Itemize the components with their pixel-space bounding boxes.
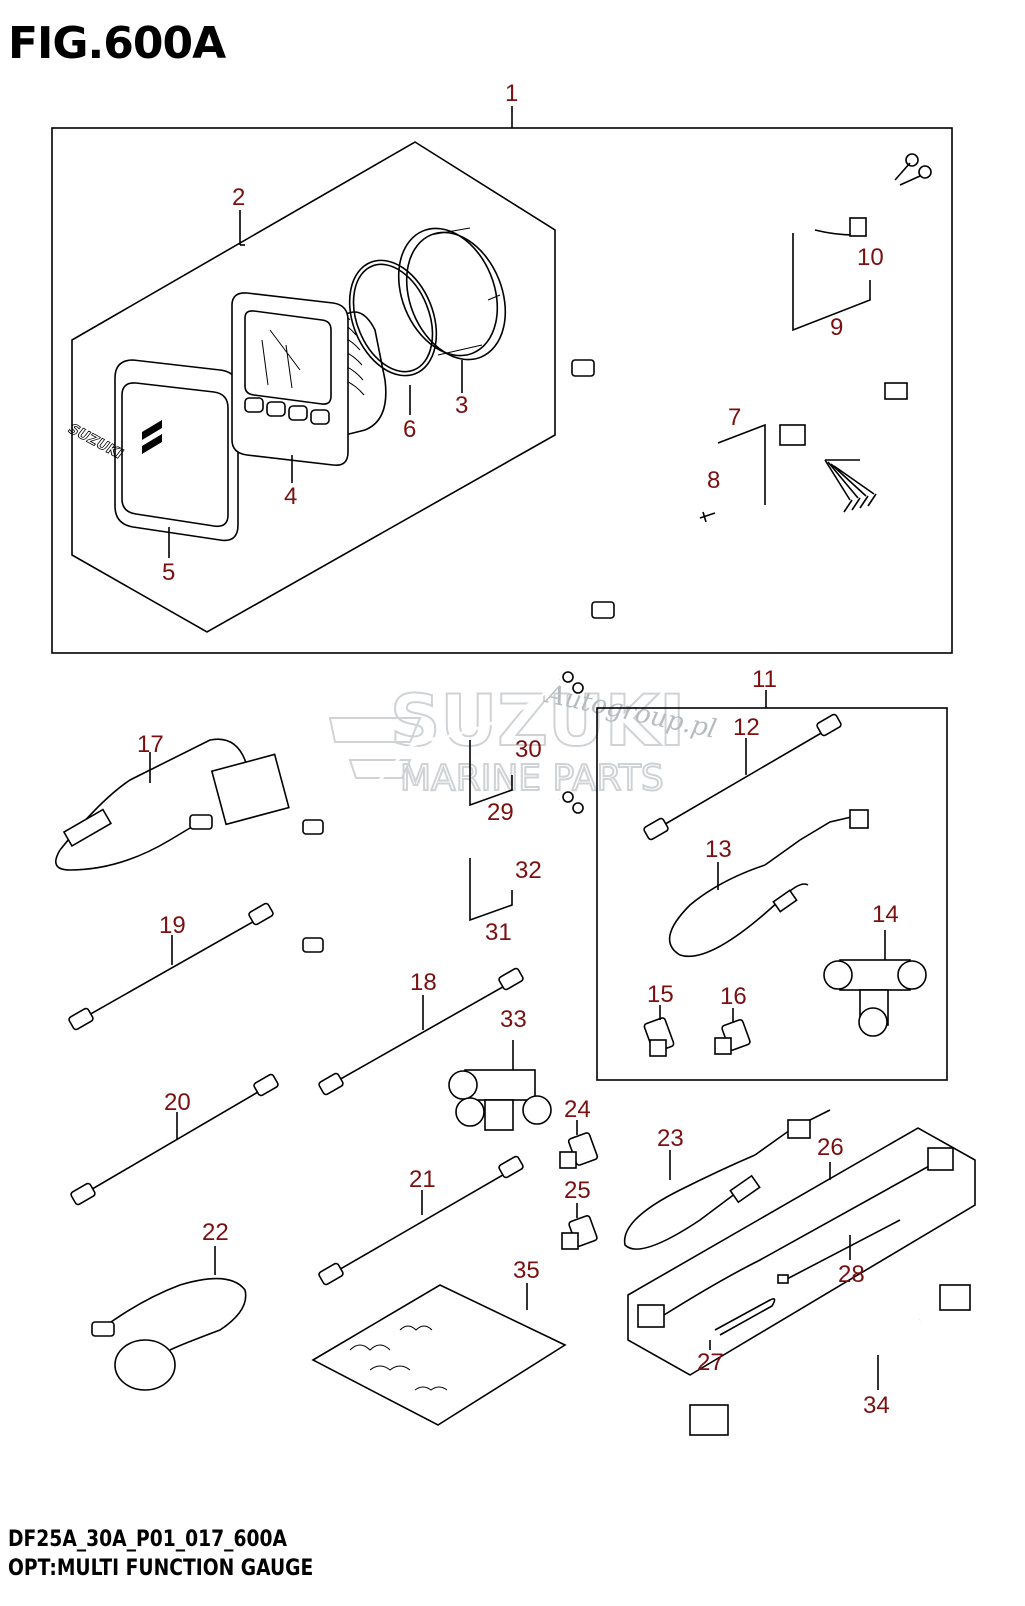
callout-14: 14 xyxy=(872,901,899,928)
callout-labels: 1 2 3 4 5 6 7 8 9 10 11 12 13 14 15 16 1… xyxy=(137,80,899,1419)
kit-box-11 xyxy=(596,690,948,1081)
callout-26: 26 xyxy=(817,1134,844,1161)
callout-17: 17 xyxy=(137,731,164,758)
sensor-22 xyxy=(91,1246,247,1391)
callout-20: 20 xyxy=(164,1089,191,1116)
callout-25: 25 xyxy=(564,1177,591,1204)
callout-22: 22 xyxy=(202,1219,229,1246)
harness-34 xyxy=(689,1284,971,1436)
nut-3 xyxy=(397,227,507,393)
terminator-15 xyxy=(643,1005,675,1057)
harness-7 xyxy=(591,382,908,619)
callout-9: 9 xyxy=(830,314,843,341)
cable-21 xyxy=(318,1155,524,1286)
callout-13: 13 xyxy=(705,836,732,863)
gauge-body-4 xyxy=(231,292,387,483)
callout-2: 2 xyxy=(232,184,245,211)
callout-19: 19 xyxy=(159,912,186,939)
t-connector-14 xyxy=(823,930,927,1037)
callout-34: 34 xyxy=(863,1392,890,1419)
watermark-sub: MARINE PARTS xyxy=(400,758,664,799)
callout-23: 23 xyxy=(657,1125,684,1152)
terminator-25 xyxy=(561,1203,598,1250)
callout-30: 30 xyxy=(515,736,542,763)
bag-35 xyxy=(311,1283,567,1426)
harness-31 xyxy=(302,791,584,953)
kit-box-26 xyxy=(627,1127,976,1376)
cable-17 xyxy=(54,738,290,871)
cable-18 xyxy=(318,967,524,1096)
callout-10: 10 xyxy=(857,244,884,271)
callout-11: 11 xyxy=(752,666,777,693)
watermark: SUZUKI MARINE PARTS Autogroup.pl xyxy=(328,679,719,800)
watermark-brand: SUZUKI xyxy=(390,680,685,762)
callout-21: 21 xyxy=(409,1166,436,1193)
cable-19 xyxy=(68,902,274,1031)
callout-12: 12 xyxy=(733,714,760,741)
callout-4: 4 xyxy=(284,483,297,510)
footer-code: DF25A_30A_P01_017_600A xyxy=(8,1527,287,1552)
cable-13 xyxy=(668,809,869,958)
callout-29: 29 xyxy=(487,799,514,826)
watermark-logo-mark xyxy=(328,717,422,779)
callout-16: 16 xyxy=(720,983,747,1010)
cable-12 xyxy=(643,713,842,841)
cable-20 xyxy=(70,1073,279,1206)
figure-title: FIG.600A xyxy=(8,18,226,69)
callout-24: 24 xyxy=(564,1096,591,1123)
harness-29 xyxy=(302,671,584,835)
callout-31: 31 xyxy=(485,919,512,946)
terminator-24 xyxy=(559,1120,599,1169)
callout-15: 15 xyxy=(647,981,674,1008)
gauge-cover-5: SUZUKI xyxy=(64,359,239,558)
callout-7: 7 xyxy=(728,404,741,431)
harness-9 xyxy=(571,153,932,377)
callout-32: 32 xyxy=(515,857,542,884)
terminator-16 xyxy=(714,1008,751,1055)
t-connector-33 xyxy=(448,1040,552,1131)
kit-box-1 xyxy=(51,106,953,654)
callout-3: 3 xyxy=(455,392,468,419)
cable-23 xyxy=(623,1109,831,1250)
callout-35: 35 xyxy=(513,1257,540,1284)
oring-6 xyxy=(348,259,438,415)
footer-description: OPT:MULTI FUNCTION GAUGE xyxy=(8,1556,314,1581)
callout-27: 27 xyxy=(697,1349,724,1376)
callout-8: 8 xyxy=(707,467,720,494)
callout-28: 28 xyxy=(838,1261,865,1288)
callout-33: 33 xyxy=(500,1006,527,1033)
callout-6: 6 xyxy=(403,416,416,443)
callout-1: 1 xyxy=(505,80,518,107)
callout-5: 5 xyxy=(162,559,175,586)
callout-18: 18 xyxy=(410,969,437,996)
